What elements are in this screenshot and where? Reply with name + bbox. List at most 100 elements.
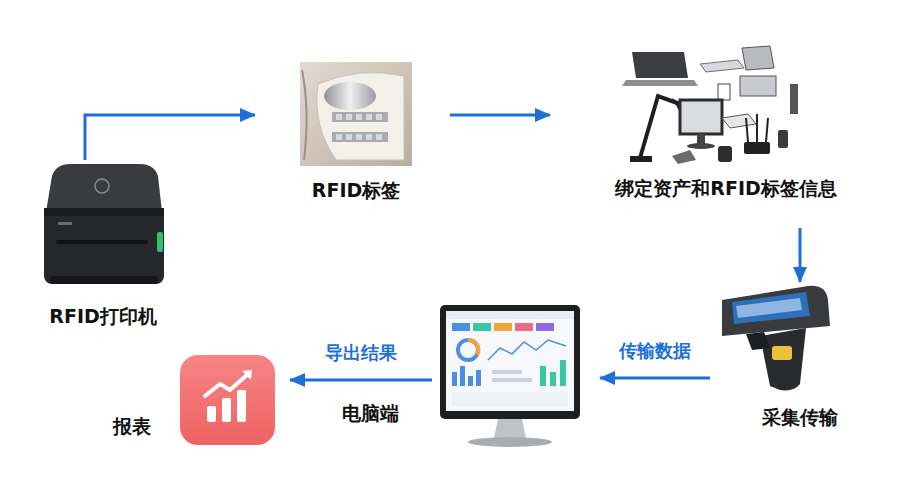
assets-illustration-part xyxy=(746,118,748,142)
assets-illustration-part xyxy=(756,114,758,142)
computer-illustration-part xyxy=(494,419,526,438)
rfid-tag-illustration-part xyxy=(336,114,342,120)
node-caption: RFID标签 xyxy=(312,179,400,202)
computer-illustration-part xyxy=(458,340,478,360)
report-icon-illustration-part xyxy=(237,390,246,422)
rfid-tag-illustration-part xyxy=(332,112,388,122)
printer-illustration-part xyxy=(44,208,164,216)
flow-arrow xyxy=(85,115,255,160)
flow-arrow xyxy=(799,228,802,282)
rfid-tag-illustration-part xyxy=(346,134,352,140)
flow-arrow xyxy=(450,114,550,117)
assets-illustration-part xyxy=(766,118,768,142)
rfid-tag-illustration xyxy=(300,62,412,166)
report-icon-illustration-part xyxy=(207,406,216,422)
computer-illustration-part xyxy=(492,370,522,374)
handheld-illustration-part xyxy=(746,332,770,350)
computer-node: 电脑端 xyxy=(432,300,600,450)
assets-illustration-part xyxy=(680,100,722,134)
computer-illustration-part xyxy=(460,366,465,386)
printer-illustration-part xyxy=(56,240,148,244)
rfid-tag-illustration-part xyxy=(332,132,388,142)
assets-illustration-part xyxy=(630,156,652,162)
handheld-illustration-part xyxy=(772,346,792,360)
assets-illustration-part xyxy=(687,143,715,149)
rfid-tag-illustration-part xyxy=(366,114,372,120)
computer-illustration-part xyxy=(540,366,546,386)
flow-arrow xyxy=(290,379,432,382)
assets-illustration-part xyxy=(632,52,688,78)
assets-illustration xyxy=(622,46,798,164)
rfid-tag-illustration-part xyxy=(300,62,412,166)
report-icon-illustration-part xyxy=(242,370,252,380)
printer-illustration-part xyxy=(50,276,158,284)
assets-illustration-part xyxy=(697,134,705,144)
rfid-tag-illustration-part xyxy=(317,72,404,160)
computer-illustration-part xyxy=(440,305,580,419)
assets-illustration-part xyxy=(740,76,776,96)
assets-illustration-part xyxy=(742,46,774,70)
report-icon-illustration-part xyxy=(222,398,231,422)
edge-label: 导出结果 xyxy=(322,342,400,364)
handheld-illustration-part xyxy=(760,328,806,390)
handheld-node: 采集传输 xyxy=(710,282,880,432)
computer-illustration-part xyxy=(452,372,457,386)
computer-illustration-part xyxy=(476,370,481,386)
computer-illustration-part xyxy=(468,376,473,386)
rfid-tag-illustration-part xyxy=(324,82,376,110)
computer-illustration-part xyxy=(492,378,532,382)
assets-illustration-part xyxy=(622,80,698,86)
asset-node: 绑定资产和RFID标签信息 xyxy=(550,40,870,228)
node-caption: 采集传输 xyxy=(762,406,838,429)
assets-illustration-part xyxy=(672,150,696,164)
assets-illustration-part xyxy=(778,130,788,148)
computer-illustration xyxy=(440,305,580,447)
computer-illustration-part xyxy=(452,392,568,406)
node-caption: 绑定资产和RFID标签信息 xyxy=(615,177,836,200)
assets-illustration-part xyxy=(718,146,732,162)
computer-illustration-part xyxy=(452,323,470,331)
computer-illustration-part xyxy=(468,340,478,355)
assets-illustration-part xyxy=(790,84,798,114)
report-node: 报表 xyxy=(178,352,290,448)
assets-illustration-part xyxy=(700,60,744,72)
assets-illustration-part xyxy=(718,84,730,100)
rfid-tag-illustration-part xyxy=(356,134,362,140)
printer-illustration-part xyxy=(46,164,162,212)
handheld-illustration-part xyxy=(722,286,830,336)
computer-illustration-part xyxy=(446,311,574,411)
node-caption: 电脑端 xyxy=(342,402,399,425)
computer-illustration-part xyxy=(473,323,491,331)
computer-illustration-part xyxy=(536,323,554,331)
node-caption: 报表 xyxy=(113,415,151,438)
computer-illustration-part xyxy=(494,323,512,331)
rfid-tag-illustration-part xyxy=(366,134,372,140)
printer-illustration-part xyxy=(95,179,109,193)
printer-node: RFID打印机 xyxy=(40,160,170,295)
rfid-tag-illustration-part xyxy=(302,70,307,160)
printer-illustration-part xyxy=(44,208,164,284)
computer-illustration-part xyxy=(560,360,566,386)
assets-illustration-part xyxy=(722,114,756,128)
computer-illustration-part xyxy=(468,437,552,447)
flow-arrow xyxy=(600,377,710,380)
report-icon-illustration xyxy=(180,355,275,445)
assets-illustration-part xyxy=(744,142,770,154)
node-caption: RFID打印机 xyxy=(49,305,156,328)
rfid-tag-illustration-part xyxy=(376,134,382,140)
handheld-illustration-part xyxy=(736,298,802,318)
printer-illustration-part xyxy=(157,232,163,252)
report-icon-illustration-part xyxy=(205,374,248,396)
rfid-tag-illustration-part xyxy=(356,114,362,120)
handheld-illustration xyxy=(722,286,830,391)
tag-node: RFID标签 xyxy=(255,55,450,170)
computer-illustration-part xyxy=(550,372,556,386)
rfid-tag-illustration-part xyxy=(336,134,342,140)
rfid-tag-illustration-part xyxy=(346,114,352,120)
rfid-tag-illustration-part xyxy=(376,114,382,120)
report-icon-illustration-part xyxy=(180,355,275,445)
computer-illustration-part xyxy=(515,323,533,331)
handheld-illustration-part xyxy=(732,292,810,324)
computer-illustration-part xyxy=(446,311,574,319)
